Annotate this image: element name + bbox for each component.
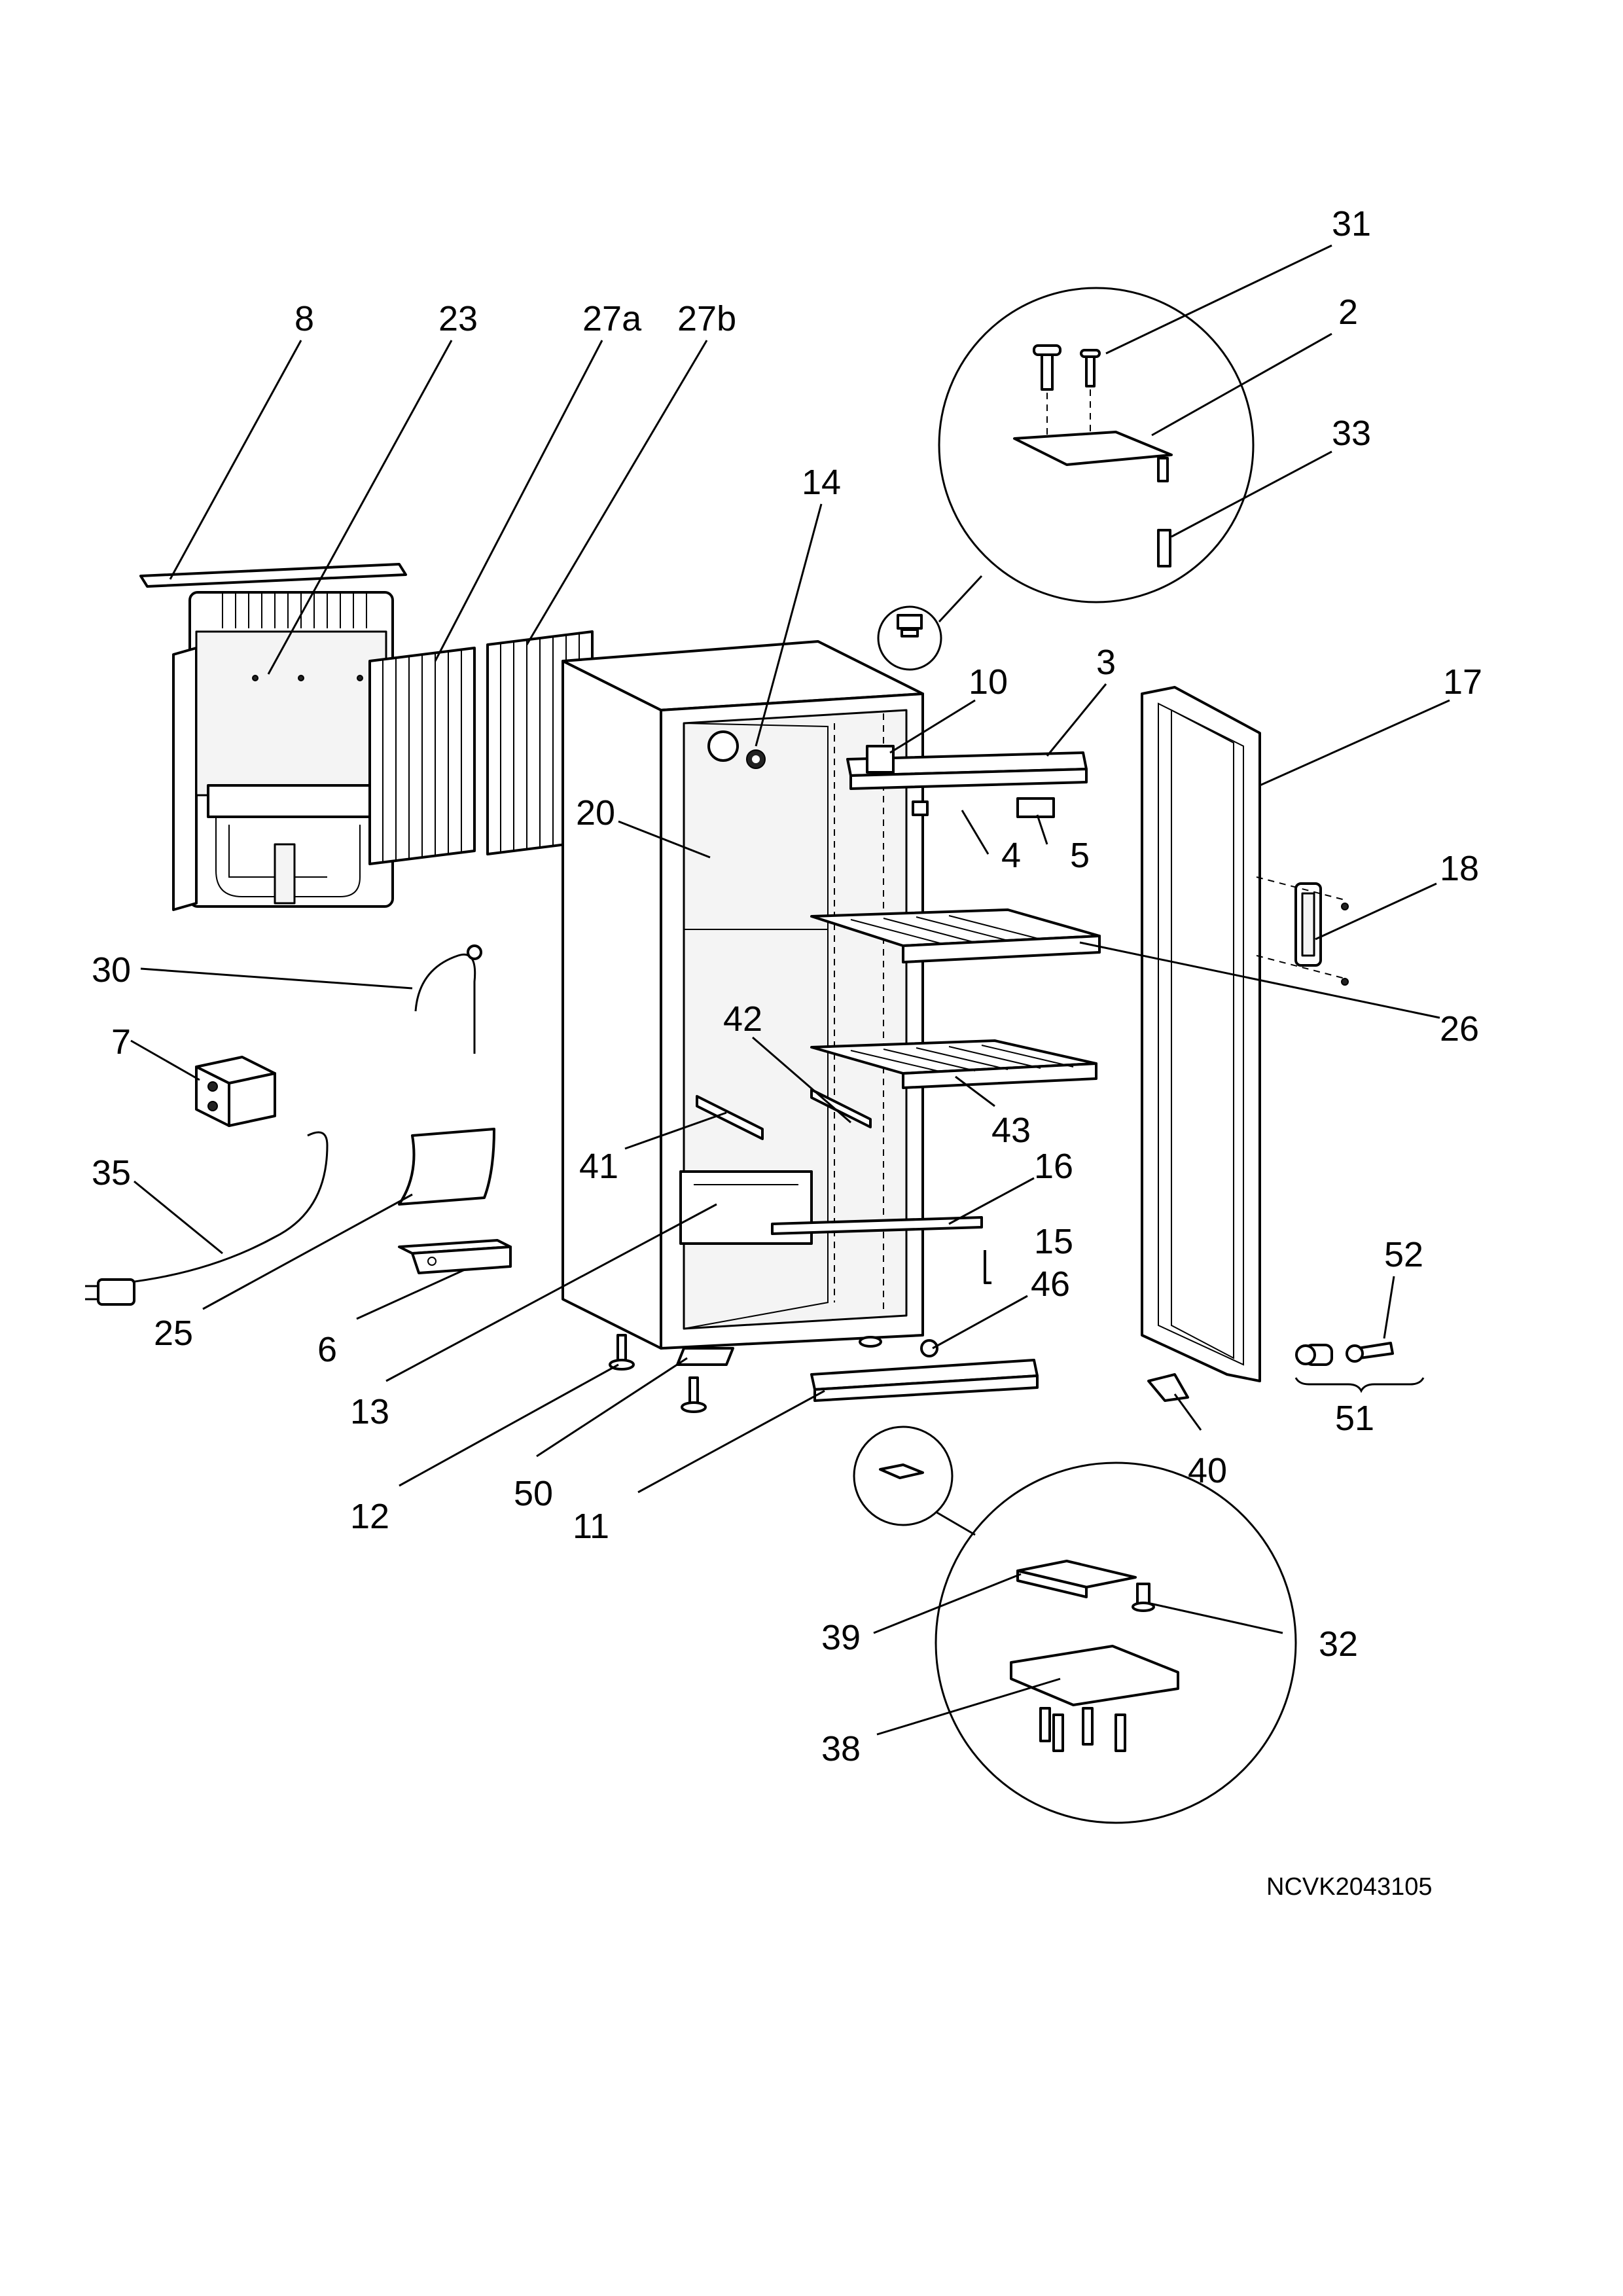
callout-35: 35 bbox=[92, 1153, 131, 1193]
callout-38: 38 bbox=[821, 1729, 861, 1768]
hinge-detail-top bbox=[877, 287, 1255, 671]
callout-20: 20 bbox=[576, 793, 615, 833]
callout-15: 15 bbox=[1034, 1222, 1073, 1261]
callout-25: 25 bbox=[154, 1314, 193, 1353]
callout-16: 16 bbox=[1034, 1147, 1073, 1186]
callout-2: 2 bbox=[1338, 293, 1358, 332]
leader-lines bbox=[130, 244, 1450, 1736]
hinge-40 bbox=[1147, 1373, 1189, 1402]
callout-43: 43 bbox=[991, 1111, 1031, 1150]
rail-42 bbox=[810, 1088, 872, 1128]
callout-33: 33 bbox=[1332, 414, 1371, 453]
callout-50: 50 bbox=[514, 1474, 553, 1513]
callout-40: 40 bbox=[1188, 1451, 1227, 1490]
part-5 bbox=[1016, 797, 1055, 818]
junction-box-7 bbox=[195, 1056, 276, 1127]
callout-42: 42 bbox=[723, 999, 762, 1039]
callout-7: 7 bbox=[111, 1022, 131, 1062]
callout-13: 13 bbox=[350, 1392, 389, 1431]
condenser-27a bbox=[368, 647, 476, 865]
rail-3 bbox=[846, 745, 1088, 790]
lock-51 bbox=[1294, 1342, 1425, 1393]
callout-52: 52 bbox=[1384, 1235, 1423, 1274]
door-17 bbox=[1141, 686, 1261, 1382]
callout-labels: 31 2 33 8 23 27a 27b 14 10 3 17 20 4 5 1… bbox=[92, 204, 1482, 1768]
callout-31: 31 bbox=[1332, 204, 1371, 243]
rail-41 bbox=[696, 1095, 764, 1140]
callout-4: 4 bbox=[1001, 836, 1021, 875]
drawing-code: NCVK2043105 bbox=[1266, 1873, 1433, 1901]
callout-23: 23 bbox=[438, 299, 478, 338]
callout-27b: 27b bbox=[677, 299, 736, 338]
cooling-unit bbox=[139, 563, 407, 911]
cable-35 bbox=[85, 1131, 329, 1306]
part-15 bbox=[984, 1250, 991, 1284]
callout-41: 41 bbox=[579, 1147, 618, 1186]
callout-14: 14 bbox=[802, 463, 841, 502]
callout-39: 39 bbox=[821, 1618, 861, 1657]
callout-51: 51 bbox=[1335, 1399, 1374, 1438]
callout-17: 17 bbox=[1443, 662, 1482, 702]
part-6 bbox=[398, 1239, 512, 1274]
shelf-43 bbox=[810, 1039, 1097, 1089]
callout-8: 8 bbox=[294, 299, 314, 338]
shelf-26 bbox=[810, 908, 1101, 963]
callout-10: 10 bbox=[969, 662, 1008, 702]
callout-32: 32 bbox=[1319, 1624, 1358, 1664]
callout-46: 46 bbox=[1031, 1265, 1070, 1304]
callout-30: 30 bbox=[92, 950, 131, 990]
callout-6: 6 bbox=[317, 1330, 337, 1369]
callout-12: 12 bbox=[350, 1497, 389, 1536]
rail-16 bbox=[771, 1216, 983, 1235]
kick-plate-11 bbox=[810, 1359, 1039, 1402]
part-46 bbox=[920, 1339, 938, 1357]
handle-18 bbox=[1256, 876, 1349, 986]
callout-26: 26 bbox=[1440, 1009, 1479, 1049]
callout-5: 5 bbox=[1070, 836, 1090, 875]
callout-11: 11 bbox=[573, 1507, 609, 1546]
capillary-30 bbox=[414, 944, 482, 1054]
callout-3: 3 bbox=[1096, 643, 1116, 682]
callout-27a: 27a bbox=[582, 299, 642, 338]
hinge-detail-bottom bbox=[853, 1426, 1297, 1824]
cabinet bbox=[562, 640, 924, 1366]
part-4 bbox=[912, 800, 929, 816]
part-25 bbox=[398, 1128, 495, 1206]
callout-18: 18 bbox=[1440, 849, 1479, 888]
